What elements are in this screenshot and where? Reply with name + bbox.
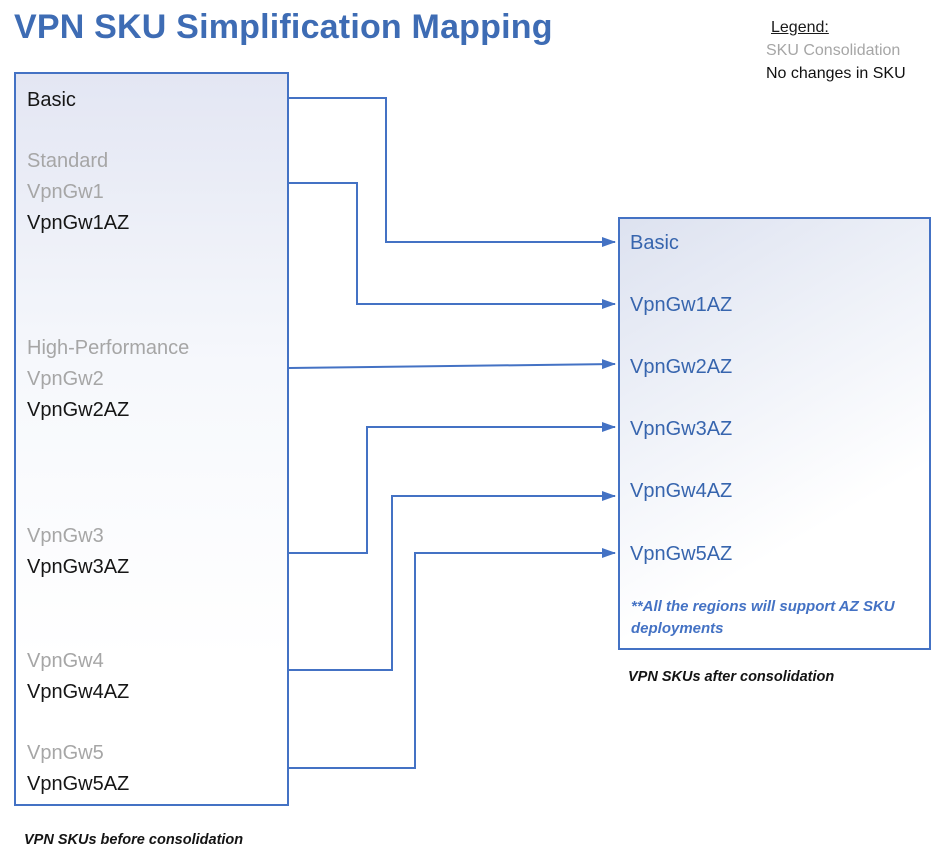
legend-item-no-changes: No changes in SKU — [766, 65, 906, 82]
sku-after-vpngw4az: VpnGw4AZ — [630, 480, 733, 502]
page-title: VPN SKU Simplification Mapping — [14, 8, 553, 46]
sku-before-vpngw4az: VpnGw4AZ — [27, 681, 130, 703]
sku-after-vpngw3az: VpnGw3AZ — [630, 418, 733, 440]
sku-before-vpngw3: VpnGw3 — [27, 525, 104, 547]
after-consolidation-box — [618, 217, 931, 650]
sku-before-vpngw1az: VpnGw1AZ — [27, 212, 130, 234]
sku-after-vpngw2az: VpnGw2AZ — [630, 356, 733, 378]
sku-before-vpngw5az: VpnGw5AZ — [27, 773, 130, 795]
connector-vpngw5-to-vpngw5az — [289, 548, 616, 769]
sku-before-vpngw4: VpnGw4 — [27, 650, 104, 672]
az-support-note: **All the regions will support AZ SKU de… — [631, 598, 895, 637]
sku-after-vpngw5az: VpnGw5AZ — [630, 543, 733, 565]
connector-basic-to-basic — [289, 97, 616, 247]
sku-before-vpngw2az: VpnGw2AZ — [27, 399, 130, 421]
sku-before-vpngw5: VpnGw5 — [27, 742, 104, 764]
connector-vpngw4-to-vpngw4az — [289, 491, 616, 671]
legend: Legend: SKU Consolidation No changes in … — [766, 16, 906, 85]
before-consolidation-box — [14, 72, 289, 806]
sku-before-basic: Basic — [27, 89, 76, 111]
sku-before-standard: Standard — [27, 150, 109, 172]
caption-before-consolidation: VPN SKUs before consolidation — [24, 832, 244, 848]
sku-after-basic: Basic — [630, 232, 679, 254]
caption-after-consolidation: VPN SKUs after consolidation — [628, 669, 835, 685]
legend-item-sku-consolidation: SKU Consolidation — [766, 42, 901, 59]
sku-before-high-performance: High-Performance — [27, 337, 190, 359]
connector-highperf-to-vpngw2az — [288, 359, 616, 370]
sku-before-vpngw2: VpnGw2 — [27, 368, 104, 390]
sku-before-vpngw1: VpnGw1 — [27, 181, 104, 203]
sku-before-vpngw3az: VpnGw3AZ — [27, 556, 130, 578]
connector-standard-to-vpngw1az — [289, 182, 616, 309]
connector-vpngw3-to-vpngw3az — [289, 422, 616, 554]
legend-heading: Legend: — [771, 19, 829, 36]
sku-after-vpngw1az: VpnGw1AZ — [630, 294, 733, 316]
